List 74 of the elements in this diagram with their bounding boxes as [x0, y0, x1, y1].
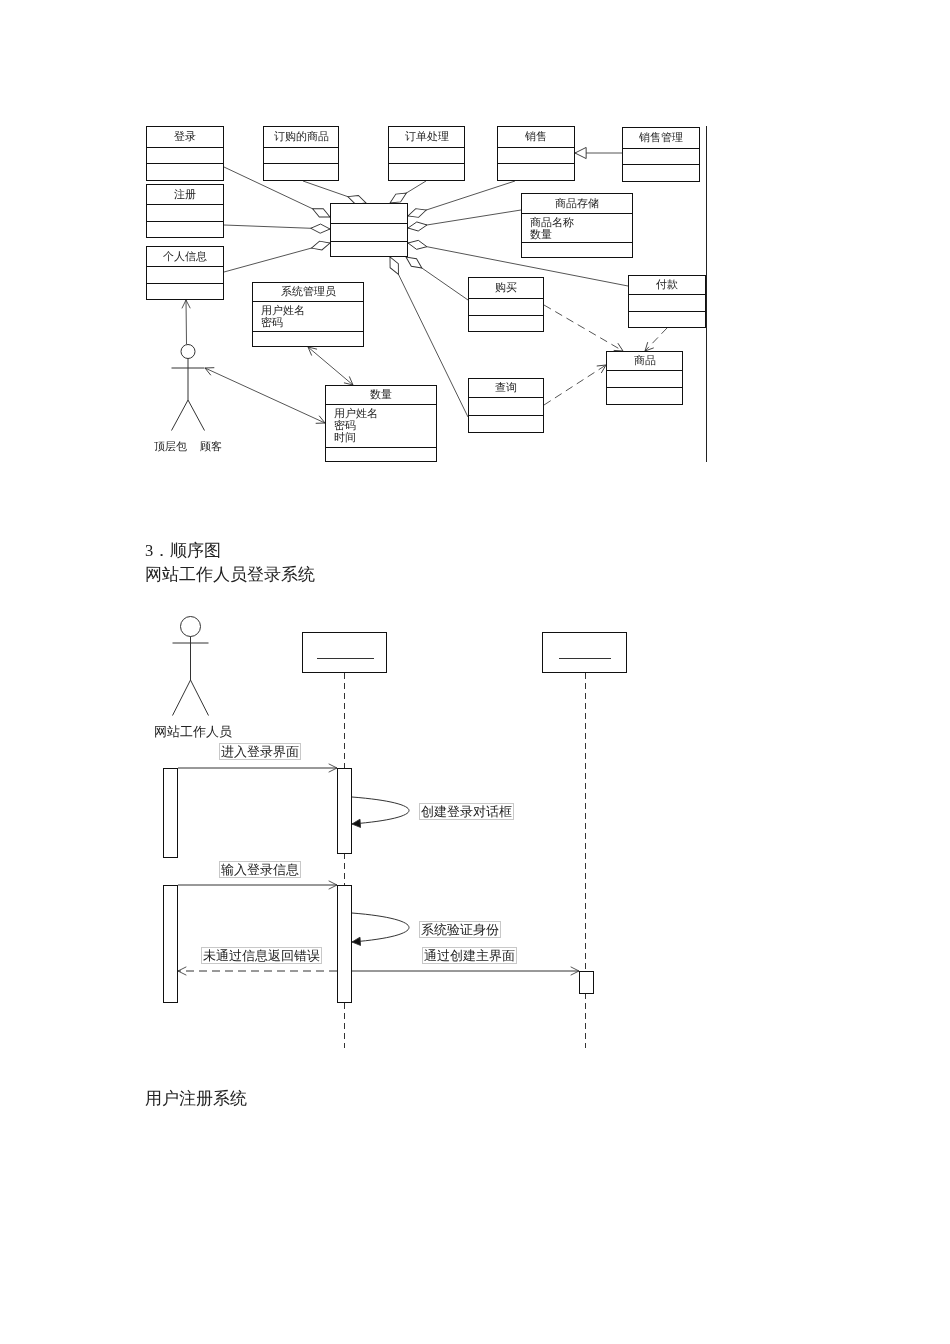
class-box — [497, 126, 575, 181]
aggregation-line — [407, 180, 516, 218]
subheading: 用户注册系统 — [145, 1089, 247, 1110]
attribute-text: 用户姓名 — [261, 305, 305, 317]
activation-bar — [163, 885, 178, 1003]
class-name: 销售管理 — [639, 132, 683, 144]
message-label: 系统验证身份 — [419, 921, 501, 938]
stick-figure-icon — [171, 344, 205, 431]
subheading: 网站工作人员登录系统 — [145, 565, 315, 586]
class-name: 注册 — [174, 188, 196, 201]
object-box — [542, 632, 627, 673]
stick-figure-icon — [172, 616, 209, 716]
arrow — [307, 346, 354, 386]
class-name: 查询 — [495, 382, 517, 394]
attribute-text: 密码 — [261, 317, 283, 329]
class-name: 付款 — [656, 279, 678, 291]
activation-bar — [337, 768, 352, 854]
class-name: 订购的商品 — [273, 131, 329, 143]
class-box — [468, 277, 544, 332]
aggregation-line — [302, 180, 367, 205]
section-heading: 3．顺序图 — [145, 541, 222, 562]
aggregation-line — [223, 166, 331, 218]
object-box — [302, 632, 387, 673]
message-label: 进入登录界面 — [219, 743, 301, 760]
class-box — [468, 378, 544, 433]
aggregation-line — [407, 209, 522, 232]
actor-label: 顶层包 — [154, 440, 187, 454]
message-label: 创建登录对话框 — [419, 803, 514, 820]
activation-bar — [579, 971, 594, 994]
arrow — [644, 327, 668, 352]
actor-label: 网站工作人员 — [154, 725, 232, 741]
aggregation-line — [405, 256, 469, 301]
attribute-text: 密码 — [334, 420, 356, 432]
class-box — [628, 275, 706, 328]
class-box — [146, 126, 224, 181]
aggregation-line — [389, 256, 469, 418]
generalization-arrow — [574, 146, 623, 160]
class-name: 个人信息 — [163, 250, 207, 263]
class-name: 购买 — [495, 282, 517, 294]
class-name: 数量 — [370, 389, 392, 401]
aggregation-line — [389, 180, 427, 204]
self-message-arrow — [351, 796, 410, 828]
aggregation-line — [407, 239, 629, 287]
class-box — [330, 203, 408, 257]
class-box — [263, 126, 339, 181]
attribute-text: 数量 — [530, 229, 552, 241]
arrow — [204, 367, 326, 424]
attribute-text: 商品名称 — [530, 217, 574, 229]
self-message-arrow — [351, 912, 410, 946]
class-box — [146, 246, 224, 300]
aggregation-line — [223, 240, 331, 273]
class-name: 商品存储 — [555, 197, 599, 210]
class-name: 登录 — [174, 131, 196, 143]
aggregation-line — [223, 223, 331, 234]
class-box — [252, 282, 364, 347]
activation-bar — [337, 885, 352, 1003]
message-label: 通过创建主界面 — [422, 947, 517, 964]
class-box — [388, 126, 465, 181]
class-name: 系统管理员 — [280, 286, 336, 298]
message-label: 输入登录信息 — [219, 861, 301, 878]
arrow — [543, 364, 607, 406]
actor-label: 顾客 — [200, 440, 222, 454]
message-label: 未通过信息返回错误 — [201, 947, 322, 964]
class-box — [325, 385, 437, 462]
class-name: 商品 — [633, 355, 656, 367]
class-box — [146, 184, 224, 238]
class-name: 销售 — [525, 131, 547, 143]
activation-bar — [163, 768, 178, 858]
class-name: 订单处理 — [404, 131, 449, 143]
attribute-text: 时间 — [334, 432, 356, 444]
class-box — [521, 193, 633, 258]
class-box — [622, 127, 700, 182]
class-box — [606, 351, 683, 405]
attribute-text: 用户姓名 — [334, 408, 378, 420]
